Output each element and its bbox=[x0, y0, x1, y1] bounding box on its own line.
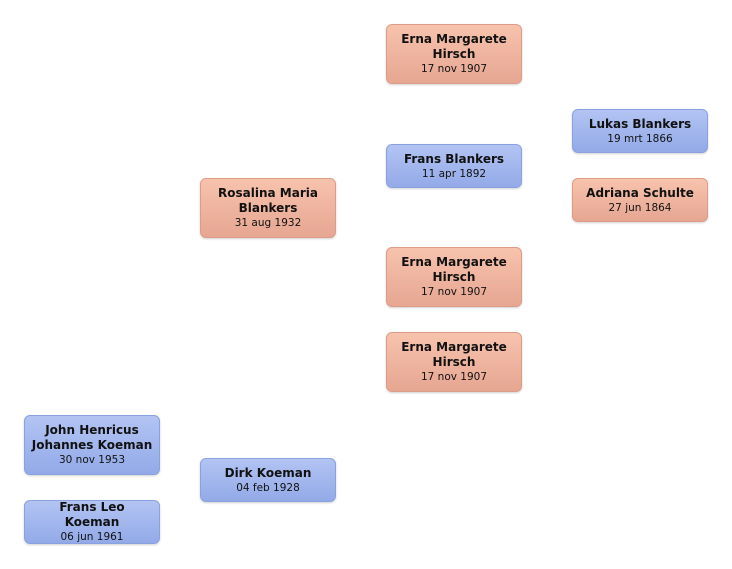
person-birth-date: 11 apr 1892 bbox=[421, 167, 487, 180]
person-name: Frans Leo Koeman bbox=[59, 500, 125, 529]
person-birth-date: 17 nov 1907 bbox=[420, 286, 488, 298]
person-birth-date: 04 feb 1928 bbox=[236, 481, 300, 494]
person-card-lukas-blankers[interactable]: Lukas Blankers 19 mrt 1866 bbox=[572, 109, 708, 153]
person-name: Lukas Blankers bbox=[588, 116, 692, 131]
person-name: Erna Margarete Hirsch bbox=[401, 340, 507, 369]
person-name: Adriana Schulte bbox=[586, 185, 694, 200]
person-name: Erna Margarete Hirsch bbox=[401, 32, 507, 61]
person-birth-date: 06 jun 1961 bbox=[60, 531, 124, 543]
person-card-rosalina-maria-blankers[interactable]: Rosalina Maria Blankers 31 aug 1932 bbox=[200, 178, 336, 238]
person-card-adriana-schulte[interactable]: Adriana Schulte 27 jun 1864 bbox=[572, 178, 708, 222]
person-card-john-henricus-johannes-koeman[interactable]: John Henricus Johannes Koeman 30 nov 195… bbox=[24, 415, 160, 475]
person-birth-date: 17 nov 1907 bbox=[420, 371, 488, 383]
person-name: John Henricus Johannes Koeman bbox=[31, 423, 153, 452]
person-name: Frans Blankers bbox=[403, 151, 505, 166]
person-card-erna-margarete-hirsch-1[interactable]: Erna Margarete Hirsch 17 nov 1907 bbox=[386, 24, 522, 84]
person-name: Erna Margarete Hirsch bbox=[401, 255, 507, 284]
person-birth-date: 30 nov 1953 bbox=[58, 454, 126, 466]
person-birth-date: 19 mrt 1866 bbox=[607, 132, 673, 145]
person-birth-date: 17 nov 1907 bbox=[420, 63, 488, 75]
person-card-erna-margarete-hirsch-2[interactable]: Erna Margarete Hirsch 17 nov 1907 bbox=[386, 247, 522, 307]
person-name: Rosalina Maria Blankers bbox=[218, 186, 318, 215]
person-name: Dirk Koeman bbox=[224, 465, 312, 480]
person-card-erna-margarete-hirsch-3[interactable]: Erna Margarete Hirsch 17 nov 1907 bbox=[386, 332, 522, 392]
person-birth-date: 31 aug 1932 bbox=[234, 217, 302, 229]
person-card-dirk-koeman[interactable]: Dirk Koeman 04 feb 1928 bbox=[200, 458, 336, 502]
person-card-frans-blankers[interactable]: Frans Blankers 11 apr 1892 bbox=[386, 144, 522, 188]
person-card-frans-leo-koeman[interactable]: Frans Leo Koeman 06 jun 1961 bbox=[24, 500, 160, 544]
person-birth-date: 27 jun 1864 bbox=[608, 201, 672, 214]
